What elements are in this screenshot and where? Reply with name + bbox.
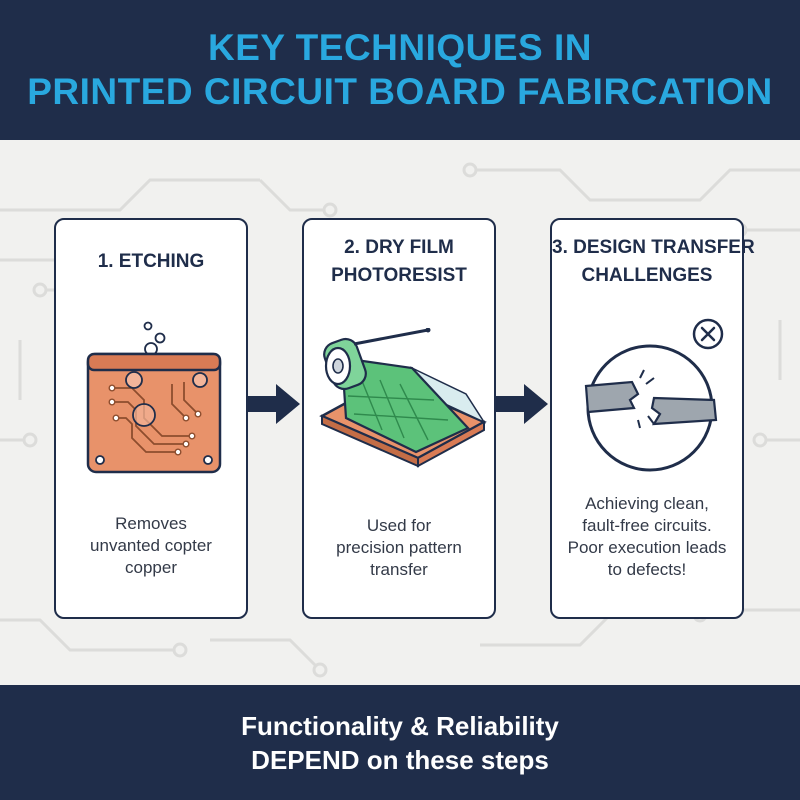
step-title: 1. ETCHING [97, 251, 205, 272]
step-description: Used for precision pattern transfer [336, 516, 462, 579]
copper-board-etching-icon [86, 321, 222, 474]
broken-trace-icon [584, 318, 724, 472]
header-banner: KEY TECHNIQUES IN PRINTED CIRCUIT BOARD … [0, 0, 800, 140]
steps-area: 1. ETCHING [0, 140, 800, 685]
arrow-right-icon [496, 384, 548, 424]
step-title: 2. DRY FILM PHOTORESIST [331, 237, 467, 286]
page-title-line-1: KEY TECHNIQUES IN [207, 27, 593, 68]
footer-banner: Functionality & Reliability DEPEND on th… [0, 685, 800, 800]
step-description: Removes unvanted copter copper [90, 514, 212, 577]
step-card-design-transfer-challenges: 3. DESIGN TRANSFER CHALLENGES Achieving … [550, 218, 755, 619]
footer-text-line-2: DEPEND on these steps [251, 744, 549, 775]
photoresist-film-roll-icon [319, 328, 487, 468]
step-description: Achieving clean, fault-free circuits. Po… [567, 494, 727, 579]
step-card-etching: 1. ETCHING [54, 218, 248, 619]
page-title-line-2: PRINTED CIRCUIT BOARD FABIRCATION [27, 71, 773, 112]
arrow-right-icon [248, 384, 300, 424]
step-title: 3. DESIGN TRANSFER CHALLENGES [552, 237, 755, 286]
footer-text-line-1: Functionality & Reliability [241, 710, 559, 741]
step-card-dry-film-photoresist: 2. DRY FILM PHOTORESIST Used for [302, 218, 496, 619]
